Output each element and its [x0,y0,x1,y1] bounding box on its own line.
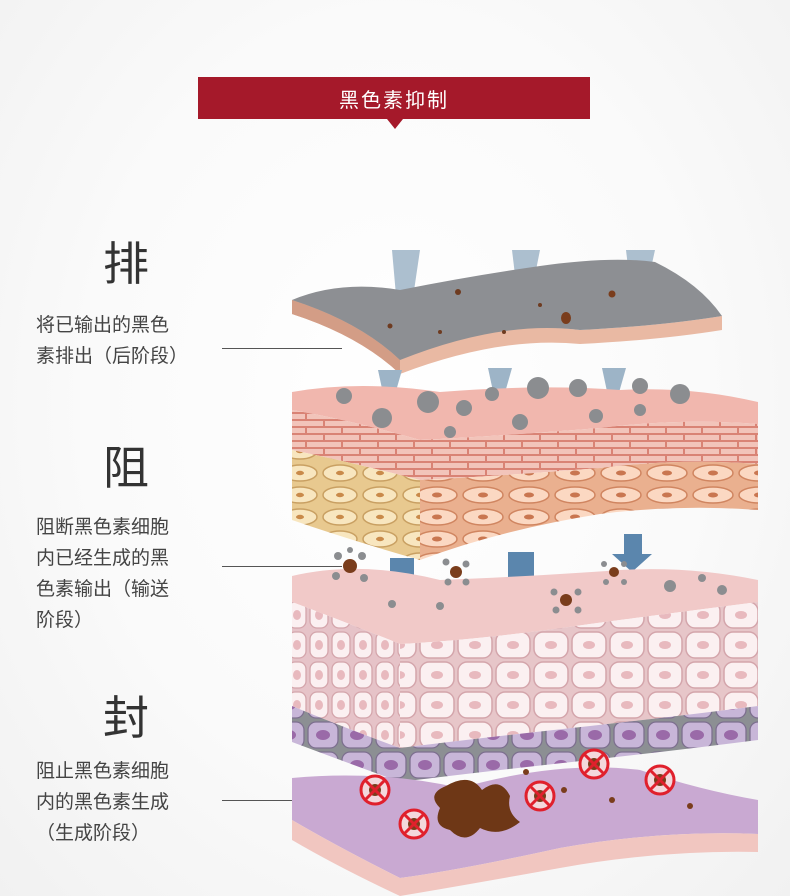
pigment-cluster [601,561,627,585]
stage-char-excrete: 排 [103,237,149,291]
leader-line-excrete [222,348,342,349]
layer-epidermis [292,368,758,560]
leader-line-block [222,566,342,567]
section-title: 黑色素抑制 [339,87,449,112]
pigment-cluster [550,588,582,614]
stop-icon [359,774,391,806]
stage-desc-seal: 阻止黑色素细胞 内的黑色素生成 （生成阶段） [36,760,170,844]
layer-surface [292,250,722,374]
section-title-banner: 黑色素抑制 [198,77,590,119]
stop-icon [644,764,676,796]
layer-melanocyte [292,748,758,896]
layer-cells [292,534,758,782]
stage-char-seal: 封 [103,691,149,745]
pigment-cluster [442,558,470,586]
stage-desc-excrete: 将已输出的黑色 素排出（后阶段） [36,314,189,367]
pigment-cluster [332,547,368,582]
banner-pointer [387,119,403,129]
stop-icon [578,748,610,780]
stage-desc-block: 阻断黑色素细胞 内已经生成的黑 色素输出（输送 阶段） [36,516,170,631]
stop-icon [524,780,556,812]
stage-char-block: 阻 [103,441,149,495]
stop-icon [398,808,430,840]
